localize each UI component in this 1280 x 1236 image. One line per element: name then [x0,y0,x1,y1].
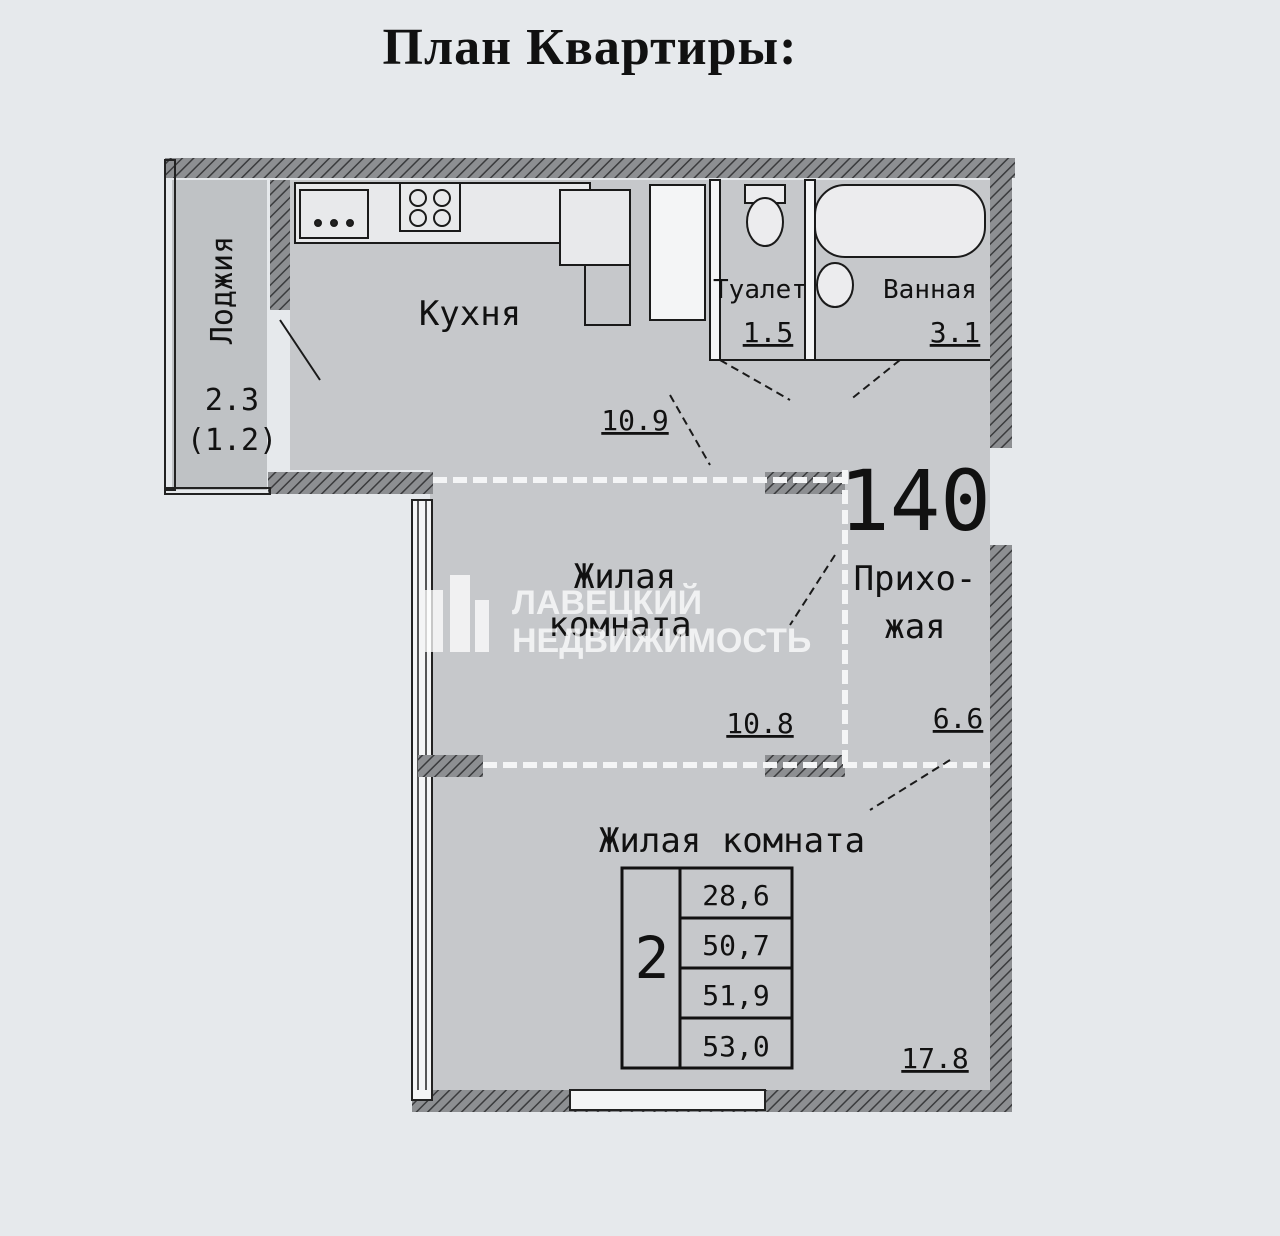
watermark-logo-icon [425,590,443,652]
door-swings [279,319,951,811]
bathroom-label: Ванная [883,275,977,305]
living2-label: Жилая комната [599,821,865,861]
living1-label-1: Жилая [574,557,676,597]
summary-value: 53,0 [702,1030,769,1063]
loggia-area-reduced: (1.2) [187,423,277,458]
window-bottom [569,1089,766,1111]
loggia-floor [172,180,267,490]
hall-label-2: жая [884,607,945,647]
room-labels: Лоджия 2.3 (1.2) Кухня 10.9 Туалет 1.5 В… [187,236,991,1075]
apartment-number: 140 [839,452,991,550]
stove [399,182,461,232]
shower-corner [559,189,631,266]
kitchen-area: 10.9 [601,404,668,437]
summary-value: 51,9 [702,979,769,1012]
loggia-label: Лоджия [205,236,240,344]
partitions [418,179,990,777]
watermark: ЛАВЕЦКИЙ НЕДВИЖИМОСТЬ [425,575,811,660]
toilet-area: 1.5 [743,316,794,349]
page-title: План Квартиры: [382,19,798,76]
rooms-count: 2 [635,924,670,992]
toilet-bowl [746,197,784,247]
summary-value: 50,7 [702,929,769,962]
summary-table: 2 28,6 50,7 51,9 53,0 [620,866,794,1070]
shaft [649,184,706,321]
wall-kitchen-bottom [268,472,433,494]
kitchen-fixtures [294,182,706,326]
living2-area: 17.8 [901,1042,968,1075]
bath-fixtures [744,184,986,308]
hall-label-1: Прихо- [854,559,977,599]
rooms-floor [430,470,990,1090]
kitchen-label: Кухня [419,294,521,334]
wall-right-upper [990,158,1012,448]
loggia-area: 2.3 [205,383,259,418]
living1-area: 10.8 [726,707,793,740]
watermark-line1: ЛАВЕЦКИЙ [512,583,702,622]
summary-value: 28,6 [702,879,769,912]
living1-label-2: комната [548,605,691,645]
sink [299,189,369,239]
toilet-label: Туалет [713,275,807,305]
watermark-line2: НЕДВИЖИМОСТЬ [512,622,811,660]
wall-top [165,158,1015,178]
wall-right-lower [990,545,1012,1105]
bathroom-area: 3.1 [930,316,981,349]
loggia-outline [164,159,176,491]
hall-area: 6.6 [933,702,984,735]
washbasin [816,262,854,308]
wall-kitchen-left [270,180,290,310]
bathtub [814,184,986,258]
